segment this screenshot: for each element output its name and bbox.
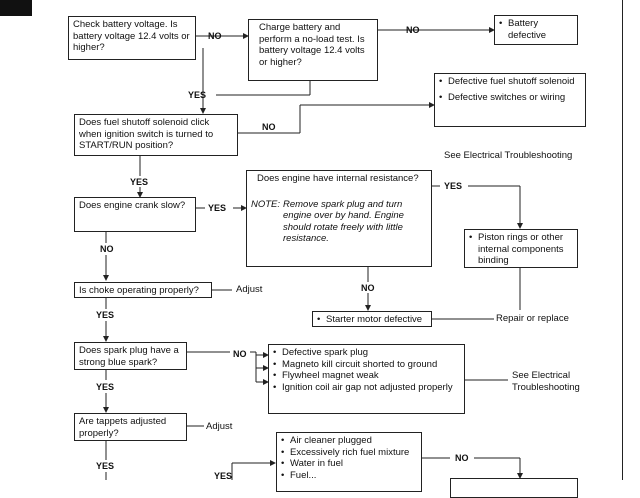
resist-question-text: Does engine have internal resistance?	[257, 173, 419, 184]
label-no: NO	[208, 31, 222, 41]
question-internal-resistance: Does engine have internal resistance? NO…	[246, 170, 432, 267]
result-piston-rings: Piston rings or other internal component…	[464, 229, 578, 268]
label-no: NO	[361, 283, 375, 293]
label-yes: YES	[444, 181, 463, 191]
see-electrical-1: See Electrical Troubleshooting	[444, 150, 573, 161]
label-yes: YES	[214, 471, 233, 481]
label-no: NO	[406, 25, 420, 35]
page-right-border	[622, 0, 623, 480]
question-fuel-solenoid: Does fuel shutoff solenoid click when ig…	[74, 114, 238, 156]
result-fuel-shutoff: Defective fuel shutoff solenoid Defectiv…	[434, 73, 586, 127]
question-engine-crank: Does engine crank slow?	[74, 197, 196, 232]
label-yes: YES	[96, 382, 115, 392]
question-spark-plug: Does spark plug have a strong blue spark…	[74, 342, 187, 370]
partial-bottom-box	[450, 478, 578, 498]
repair-or-replace: Repair or replace	[496, 313, 569, 324]
label-yes: YES	[208, 203, 227, 213]
see-electrical-2: See Electrical Troubleshooting	[512, 370, 580, 393]
label-yes: YES	[188, 90, 207, 100]
label-no: NO	[233, 349, 247, 359]
flowchart-connectors	[103, 27, 523, 480]
label-no: NO	[100, 244, 114, 254]
result-starter-motor: Starter motor defective	[312, 311, 432, 327]
question-choke: Is choke operating properly?	[74, 282, 212, 298]
result-air-cleaner: Air cleaner plugged Excessively rich fue…	[276, 432, 422, 492]
question-tappets: Are tappets adjusted properly?	[74, 413, 187, 441]
result-spark-causes: Defective spark plug Magneto kill circui…	[268, 344, 465, 414]
page-corner-tab	[0, 0, 32, 16]
note-block: NOTE: Remove spark plug and turn engine …	[251, 199, 427, 245]
label-yes: YES	[96, 461, 115, 471]
label-yes: YES	[96, 310, 115, 320]
label-no: NO	[262, 122, 276, 132]
action-charge-battery: Charge battery and perform a no-load tes…	[248, 19, 378, 81]
label-yes: YES	[130, 177, 149, 187]
question-battery-voltage: Check battery voltage. Is battery voltag…	[68, 16, 196, 60]
result-battery-defective: Battery defective	[494, 15, 578, 45]
label-no: NO	[455, 453, 469, 463]
adjust-choke: Adjust	[236, 284, 263, 295]
note-label: NOTE:	[251, 198, 281, 210]
note-text: Remove spark plug and turn engine over b…	[283, 198, 404, 245]
adjust-tappets: Adjust	[206, 421, 233, 432]
